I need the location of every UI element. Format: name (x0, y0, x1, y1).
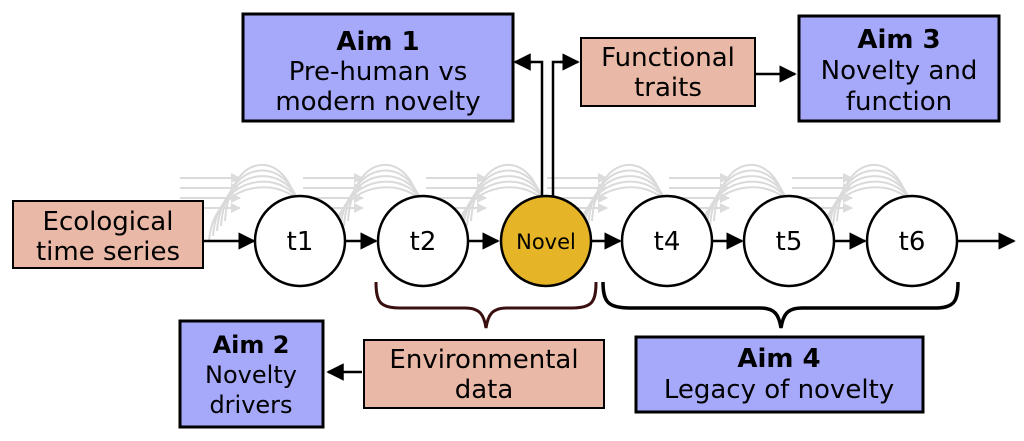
node-t2: t2 (376, 194, 470, 288)
functional-line2: traits (634, 73, 702, 103)
node-t4-label: t4 (654, 227, 681, 257)
node-t4: t4 (620, 194, 714, 288)
aim3-line1: Novelty and (821, 56, 978, 86)
node-novel: Novel (499, 194, 593, 288)
aim1-box: Aim 1 Pre-human vs modern novelty (241, 12, 515, 123)
aim3-line2: function (846, 87, 952, 117)
brace-post-novel (601, 281, 960, 329)
node-t2-label: t2 (410, 227, 437, 257)
aim1-line2: modern novelty (275, 87, 480, 117)
aim4-line1: Legacy of novelty (664, 375, 894, 405)
aim3-box: Aim 3 Novelty and function (797, 14, 1001, 123)
environmental-box: Environmental data (363, 339, 605, 409)
aim4-box: Aim 4 Legacy of novelty (634, 335, 925, 414)
node-t1: t1 (253, 194, 347, 288)
aim3-title: Aim 3 (857, 25, 940, 55)
environmental-line2: data (455, 375, 514, 405)
node-t5: t5 (742, 194, 836, 288)
aim1-title: Aim 1 (336, 27, 419, 57)
aim1-line1: Pre-human vs (289, 57, 468, 87)
ecological-line1: Ecological (43, 207, 174, 237)
aim2-box: Aim 2 Novelty drivers (178, 319, 325, 429)
node-t6-label: t6 (899, 227, 926, 257)
functional-box: Functional traits (580, 37, 756, 107)
aim4-title: Aim 4 (737, 344, 820, 374)
ecological-line2: time series (36, 237, 180, 267)
node-t1-label: t1 (287, 227, 314, 257)
ecological-box: Ecological time series (12, 200, 204, 269)
functional-line1: Functional (601, 43, 735, 73)
brace-pre-novel (374, 281, 598, 329)
novel-connector (513, 53, 580, 197)
node-novel-label: Novel (516, 230, 576, 254)
node-t5-label: t5 (776, 227, 803, 257)
aim2-line1: Novelty (205, 361, 297, 389)
environmental-line1: Environmental (389, 345, 578, 375)
aim2-title: Aim 2 (213, 331, 290, 359)
node-t6: t6 (865, 194, 959, 288)
aim2-line2: drivers (209, 391, 292, 419)
